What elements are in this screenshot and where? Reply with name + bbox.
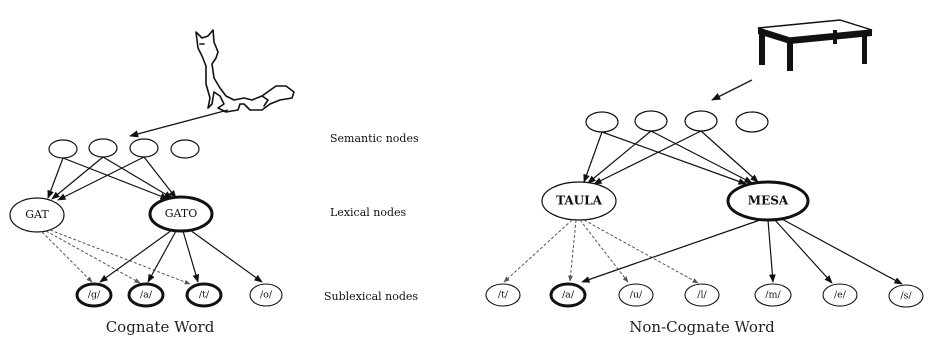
sublexical-node-m [754, 283, 792, 307]
sublexical-nodes-label: Sublexical nodes [324, 290, 418, 303]
sublexical-label: /s/ [900, 291, 912, 302]
sublexical-node-a [549, 282, 587, 308]
lexical-label-taula: TAULA [556, 194, 602, 208]
left-caption: Cognate Word [106, 318, 215, 336]
table-to-semantic-arrow [711, 79, 753, 101]
lexical-nodes-label: Lexical nodes [330, 206, 407, 219]
sublexical-label: /g/ [88, 290, 101, 301]
sublexical-node-t [485, 283, 521, 307]
semantic-node [88, 138, 118, 158]
lexical-label-gato: GATO [165, 207, 197, 220]
sublexical-label: /t/ [199, 290, 210, 301]
semantic-node [735, 111, 769, 133]
semantic-node [684, 110, 718, 132]
sublexical-label: /a/ [562, 290, 575, 301]
left-semantic-nodes [48, 138, 200, 159]
lexical-node-gat [9, 197, 65, 233]
semantic-node [634, 110, 668, 132]
sublexical-node-s [888, 284, 924, 308]
sublexical-label: /e/ [834, 290, 847, 301]
sublexical-node-t [185, 282, 223, 308]
left-sublexical-nodes: /g/ /a/ /t/ /o/ [75, 282, 283, 308]
sublexical-label: /l/ [697, 290, 707, 301]
lexical-node-gato [148, 195, 214, 233]
sublexical-label: /o/ [260, 290, 273, 301]
semantic-node [170, 139, 200, 159]
left-semantic-lexical-links [47, 156, 177, 201]
table-illustration [757, 19, 873, 71]
sublexical-node-e [822, 283, 858, 307]
semantic-node [129, 138, 159, 158]
sublexical-node-u [618, 283, 654, 307]
sublexical-node-l [684, 283, 720, 307]
semantic-node [48, 139, 78, 159]
lexical-label-gat: GAT [25, 208, 49, 221]
lexical-node-taula [541, 181, 617, 221]
right-lexical-sublexical-links [503, 217, 903, 285]
sublexical-label: /u/ [630, 290, 643, 301]
sublexical-node-g [75, 282, 113, 308]
right-caption: Non-Cognate Word [629, 318, 775, 336]
cat-illustration [195, 29, 295, 113]
semantic-nodes-label: Semantic nodes [330, 132, 419, 145]
sublexical-node-o [249, 283, 283, 307]
right-semantic-lexical-links [583, 130, 759, 185]
sublexical-node-a [127, 282, 165, 308]
sublexical-label: /a/ [140, 290, 153, 301]
cat-to-semantic-arrow [129, 109, 229, 138]
sublexical-label: /t/ [498, 290, 509, 301]
right-semantic-nodes [585, 110, 769, 133]
left-lexical-sublexical-links [41, 229, 263, 285]
sublexical-label: /m/ [765, 290, 781, 301]
semantic-node [585, 111, 619, 133]
lexical-label-mesa: MESA [748, 194, 789, 208]
right-sublexical-nodes: /t/ /a/ /u/ /l/ /m/ /e/ /s/ [485, 282, 924, 308]
